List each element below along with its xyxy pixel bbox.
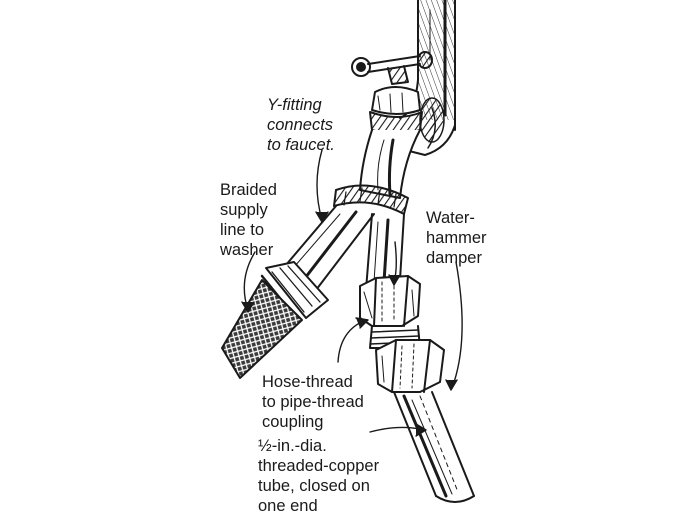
- leader-y-fitting: [316, 149, 323, 221]
- label-y-fitting: Y-fitting connects to faucet.: [267, 96, 335, 154]
- leader-coupling-arrow: [355, 317, 369, 329]
- leader-braided-arrow: [241, 301, 255, 313]
- leader-tube-arrow: [415, 423, 427, 437]
- pipe-elbow: [399, 79, 456, 156]
- label-hose-thread: Hose-thread to pipe-thread coupling: [262, 373, 364, 431]
- label-water-hammer: Water- hammer damper: [426, 209, 487, 267]
- lower-hex-nut: [375, 339, 445, 393]
- leader-lines: [241, 149, 463, 437]
- leader-tube: [369, 426, 425, 433]
- label-braided-supply: Braided supply line to washer: [220, 181, 277, 259]
- faucet-body: [359, 86, 423, 199]
- leader-hammer-2: [451, 261, 463, 389]
- leader-hammer-2-arrow: [445, 379, 458, 391]
- copper-tube: [393, 391, 475, 503]
- leader-hammer-arrow: [388, 274, 401, 286]
- faucet-handle-icon: [351, 51, 433, 85]
- label-copper-tube: ½-in.-dia. threaded-copper tube, closed …: [258, 437, 380, 515]
- damper-hex-nut: [359, 275, 421, 327]
- braided-hose: [221, 279, 303, 379]
- leader-y-fitting-arrow: [315, 211, 329, 223]
